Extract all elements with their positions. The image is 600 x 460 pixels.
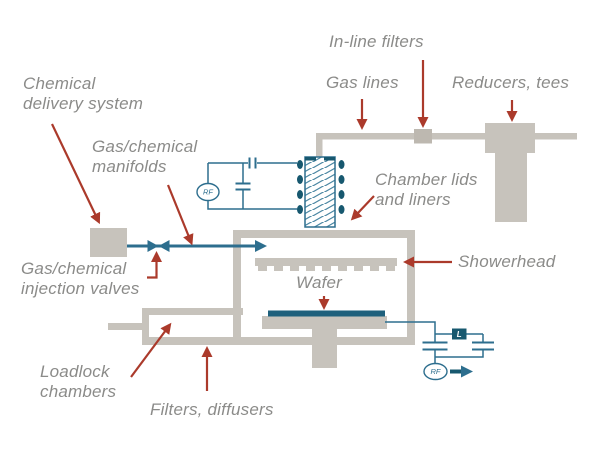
showerhead-assembly	[255, 258, 397, 271]
gas-line-elbow	[316, 133, 323, 159]
wafer-pedestal	[262, 316, 387, 368]
callout-arrows	[51, 60, 518, 391]
inductor-label: L	[457, 330, 462, 339]
label-chamber-lids-liners: Chamber lids and liners	[375, 170, 478, 210]
rf-source-bottom-label: RF	[431, 367, 441, 376]
bias-feed-wire	[385, 321, 436, 343]
lid-insert-border	[304, 156, 336, 228]
match-bottom-wire	[207, 200, 297, 210]
pedestal-platen	[262, 316, 387, 329]
label-injection-valves: Gas/chemical injection valves	[21, 259, 140, 299]
loadlock-chamber	[108, 308, 243, 345]
label-gas-chemical-manifolds: Gas/chemical manifolds	[92, 137, 198, 177]
arrow-loadlock	[130, 322, 172, 378]
label-in-line-filters: In-line filters	[329, 32, 424, 51]
chamber-left-wall	[233, 230, 241, 345]
injection-line-group	[127, 240, 267, 252]
wafer-bar	[268, 310, 385, 317]
chamber-right-wall	[407, 230, 415, 345]
label-filters-diffusers: Filters, diffusers	[150, 400, 274, 419]
coil-dot	[338, 160, 345, 169]
arrow-manifolds	[166, 184, 194, 246]
label-gas-lines: Gas lines	[326, 73, 399, 92]
rf-bias-circuit-bottom: L RF	[385, 321, 494, 381]
loadlock-bottom-wall	[142, 337, 243, 345]
loadlock-left-wall	[142, 308, 149, 344]
coil-dot	[297, 205, 303, 214]
coil-dot	[338, 175, 345, 184]
label-reducers-tees: Reducers, tees	[452, 73, 570, 92]
label-wafer: Wafer	[296, 273, 343, 292]
label-showerhead: Showerhead	[458, 252, 556, 271]
pedestal-stem	[312, 329, 337, 368]
showerhead-bar	[255, 258, 397, 266]
loadlock-entry-port	[108, 323, 142, 330]
coil-dot	[297, 160, 303, 169]
arrow-chemical-delivery	[51, 123, 101, 225]
arrow-injection-valves	[147, 251, 162, 279]
coil-dot	[338, 190, 345, 199]
chamber-lid-coil	[297, 156, 345, 228]
reducer-tee-stem	[495, 153, 527, 222]
coil-dots-right	[338, 160, 345, 214]
lid-insert-hatch	[305, 157, 335, 227]
gas-line-pipe	[316, 133, 577, 140]
coil-dot	[338, 205, 345, 214]
coil-dot	[297, 190, 303, 199]
rf-source-top-label: RF	[203, 188, 213, 197]
inductor-box	[452, 328, 467, 340]
coil-dots-left	[297, 160, 303, 214]
inline-filter-block	[414, 129, 432, 144]
label-loadlock-chambers: Loadlock chambers	[40, 362, 117, 402]
bias-loop-wire	[434, 334, 484, 364]
gas-line-network	[316, 123, 577, 222]
label-chemical-delivery-system: Chemical delivery system	[23, 74, 144, 114]
injection-valve-icon	[147, 240, 159, 252]
coil-dot	[297, 175, 303, 184]
shunt-capacitor-icon	[235, 182, 251, 191]
arrow-chamber-lids	[350, 195, 375, 221]
bias-capacitor-left-icon	[422, 341, 448, 351]
series-capacitor-icon	[248, 157, 257, 169]
bias-capacitor-right-icon	[472, 341, 494, 351]
reducer-tee-head	[485, 123, 535, 153]
rf-source-top-icon	[196, 182, 220, 202]
injection-valve-icon	[158, 240, 170, 252]
rf-source-bottom-icon	[423, 362, 448, 381]
lid-top-seal-left	[305, 157, 316, 161]
chemical-delivery-box	[90, 228, 127, 257]
loadlock-top-wall	[142, 308, 243, 315]
rf-match-circuit-top: RF	[196, 157, 297, 210]
lid-top-seal-right	[324, 157, 335, 161]
chamber-top-wall	[233, 230, 415, 238]
